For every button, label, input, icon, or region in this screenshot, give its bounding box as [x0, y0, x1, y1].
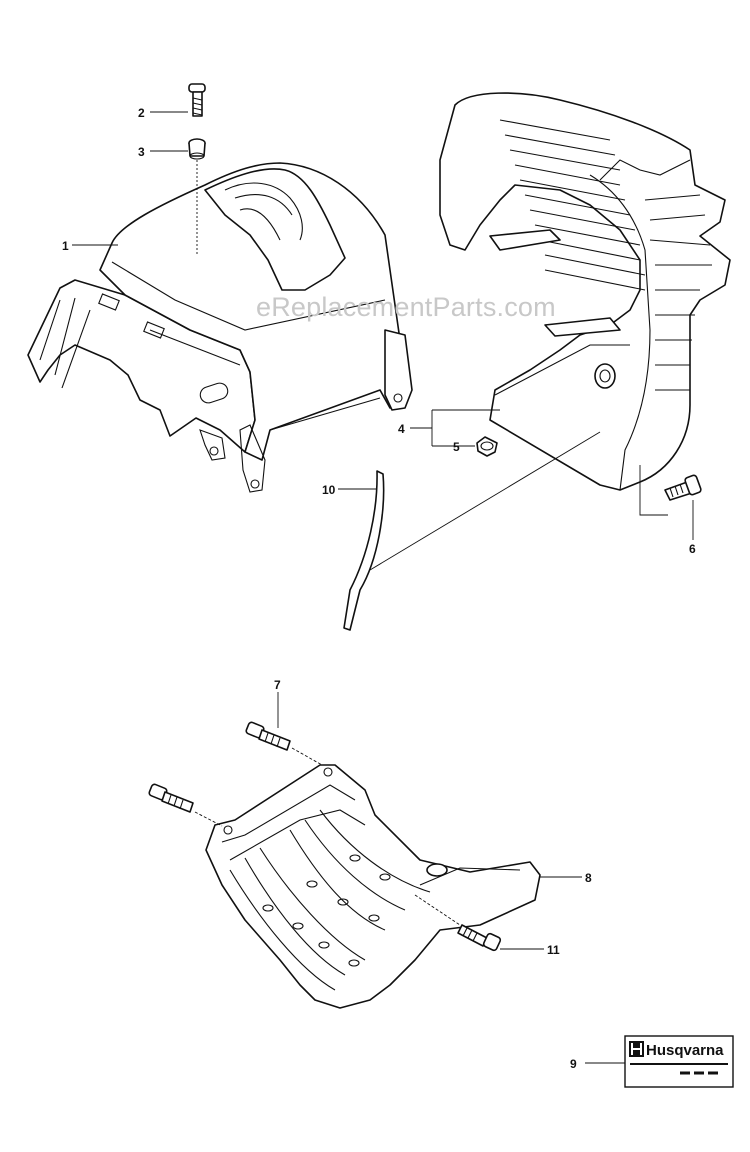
callout-label-5: 5	[453, 440, 460, 454]
callout-leaders	[72, 111, 694, 1064]
husqvarna-decal-part: Husqvarna	[624, 1035, 734, 1088]
screw-7-axis-lower	[194, 811, 223, 827]
bottom-plate-part	[205, 764, 541, 1009]
screw-7-axis-upper	[291, 747, 323, 766]
washer-part-3	[188, 138, 206, 160]
cylinder-cover-part	[439, 92, 731, 491]
callout-label-7: 7	[274, 678, 281, 692]
callout-label-9: 9	[570, 1057, 577, 1071]
screw-part-6	[664, 474, 702, 501]
seal-leader	[369, 431, 601, 571]
seal-strip-part-10	[343, 470, 385, 631]
callout-label-11: 11	[547, 943, 560, 957]
top-cover-part	[27, 162, 413, 493]
grommet-part-5	[476, 436, 498, 457]
screw-part-2	[188, 83, 206, 117]
callout-label-1: 1	[62, 239, 69, 253]
callout-label-8: 8	[585, 871, 592, 885]
callout-label-2: 2	[138, 106, 145, 120]
callout-label-6: 6	[689, 542, 696, 556]
screw-part-7-upper	[245, 721, 291, 751]
screw-part-11	[457, 924, 502, 952]
husqvarna-brand-text: Husqvarna	[646, 1042, 724, 1059]
callout-label-4: 4	[398, 422, 405, 436]
screw-11-axis	[414, 894, 461, 926]
callout-label-3: 3	[138, 145, 145, 159]
screw-part-7-lower	[148, 783, 194, 813]
screw-6-leader	[639, 465, 668, 516]
watermark-text: eReplacementParts.com	[256, 292, 556, 322]
callout-label-10: 10	[322, 483, 336, 497]
